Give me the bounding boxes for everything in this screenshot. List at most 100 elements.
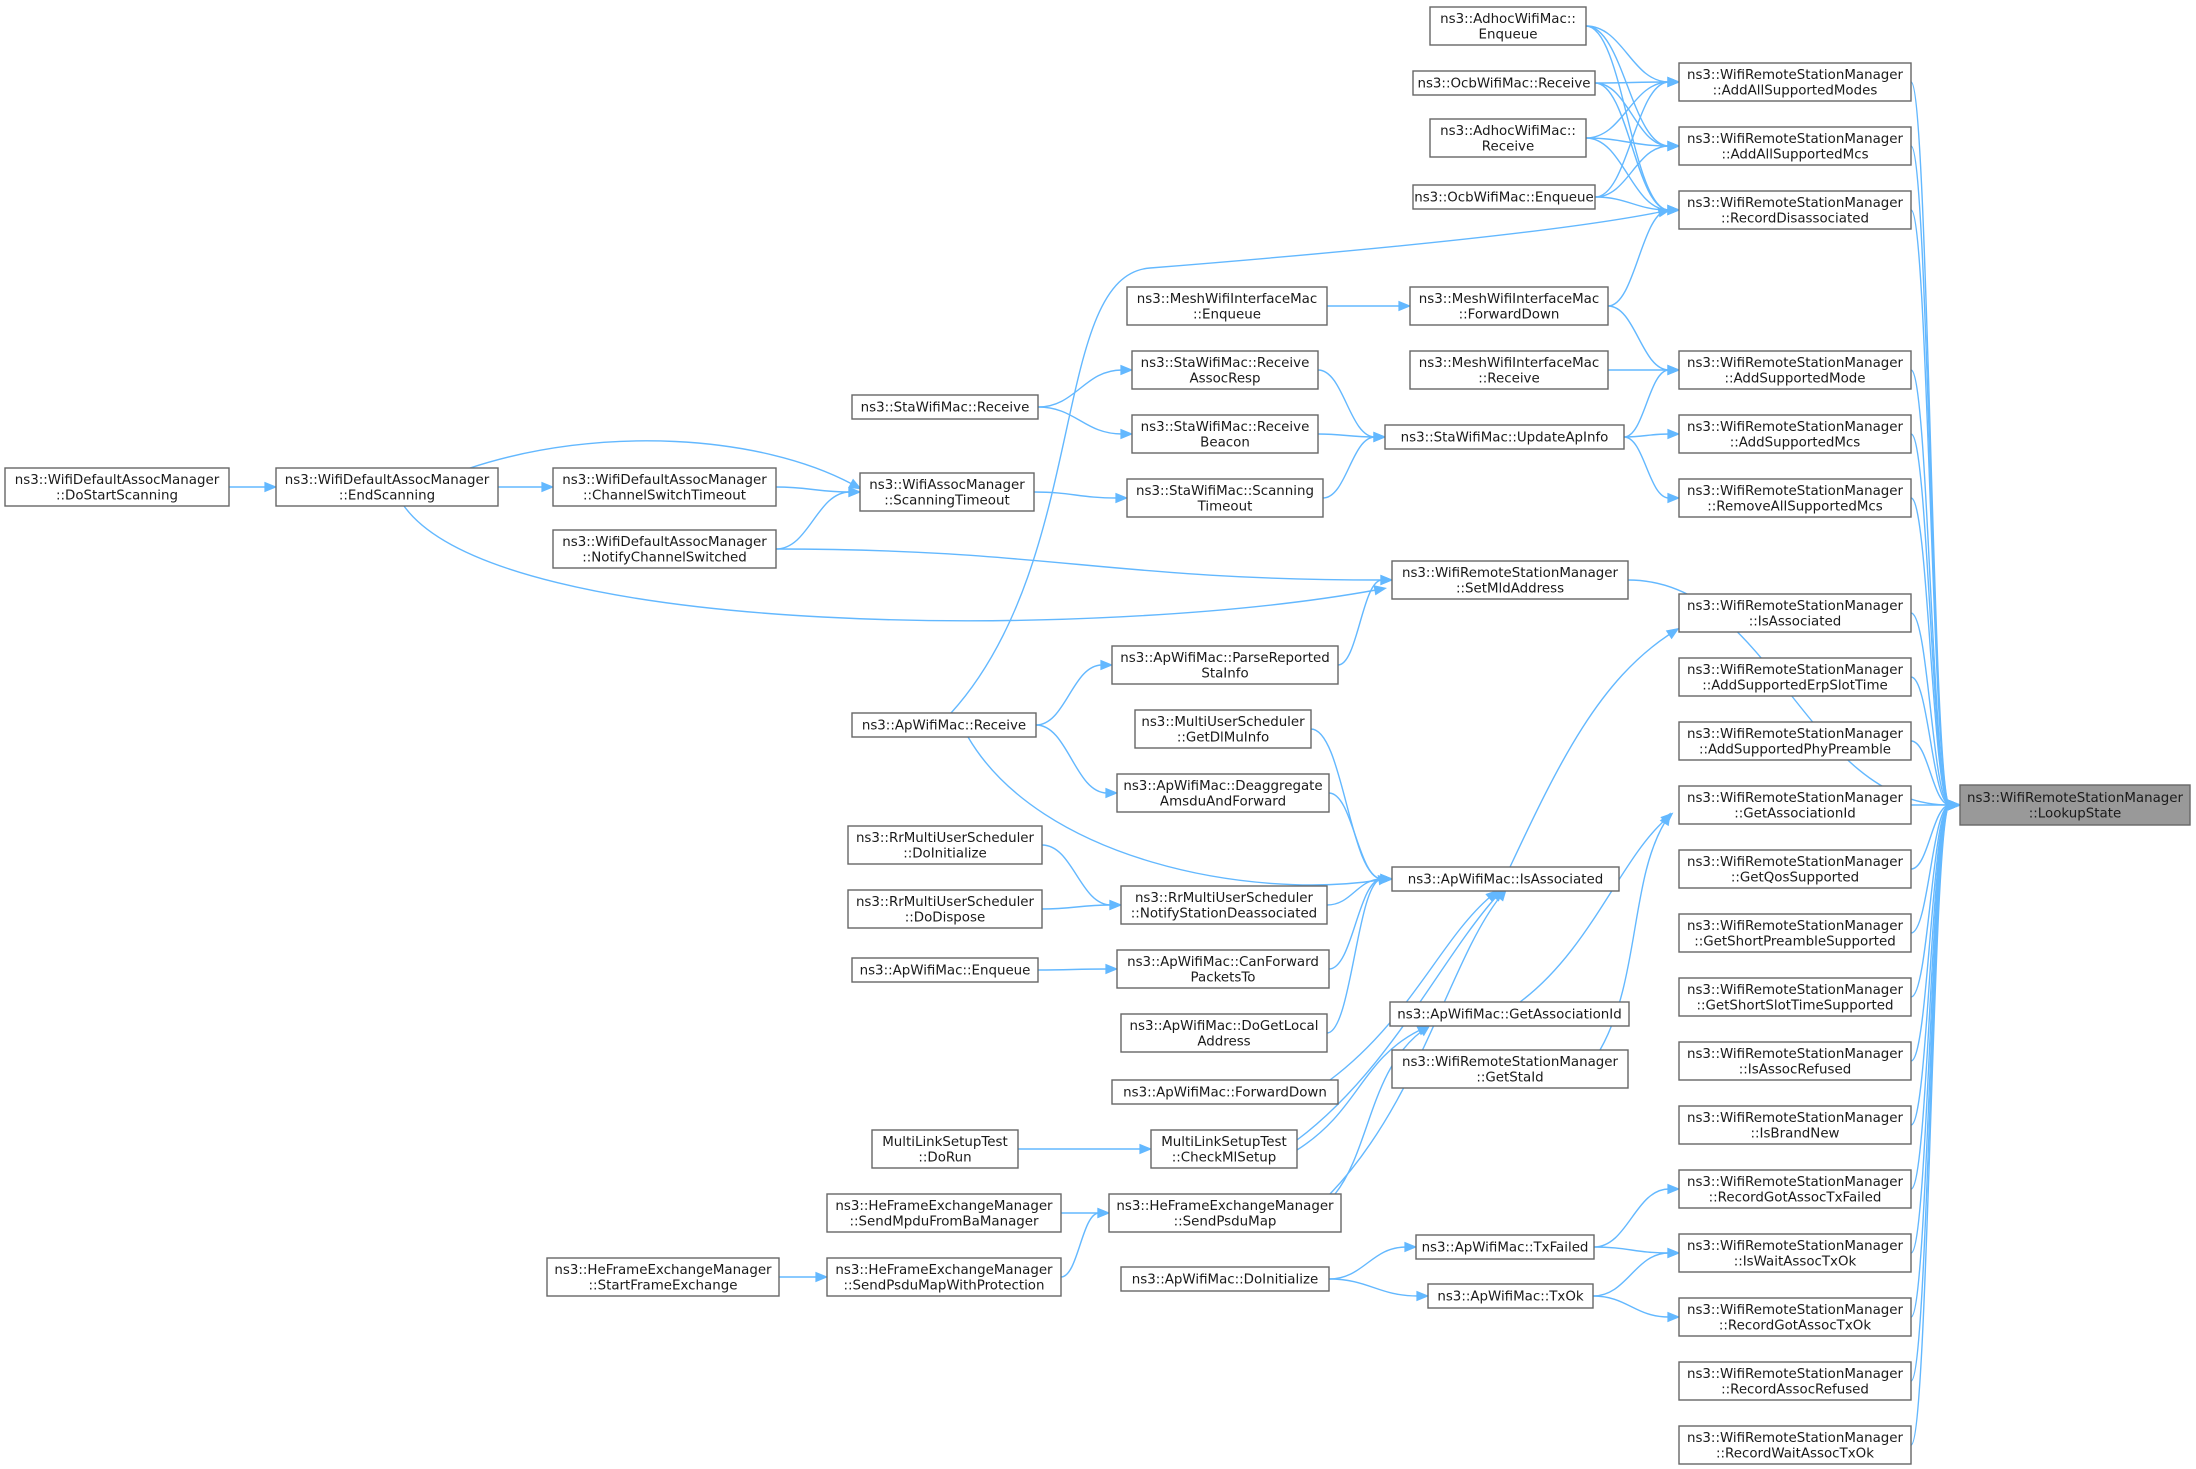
graph-node-add-supported-erp-slot-time[interactable]: ns3::WifiRemoteStationManager::AddSuppor… <box>1678 657 1912 697</box>
graph-node-get-qos-supported[interactable]: ns3::WifiRemoteStationManager::GetQosSup… <box>1678 849 1912 889</box>
node-label: ::RemoveAllSupportedMcs <box>1707 499 1883 514</box>
graph-node-ocb-enqueue[interactable]: ns3::OcbWifiMac::Enqueue <box>1412 184 1596 210</box>
call-edge <box>1328 792 1383 880</box>
graph-node-set-mld-address[interactable]: ns3::WifiRemoteStationManager::SetMldAdd… <box>1391 560 1629 600</box>
node-label: ::DoStartScanning <box>56 488 178 503</box>
graph-node-record-wait-assoc-tx-ok[interactable]: ns3::WifiRemoteStationManager::RecordWai… <box>1678 1425 1912 1465</box>
node-box <box>1678 977 1912 1017</box>
graph-node-he-send-psdu-map[interactable]: ns3::HeFrameExchangeManager::SendPsduMap <box>1108 1193 1342 1233</box>
graph-node-record-got-assoc-tx-ok[interactable]: ns3::WifiRemoteStationManager::RecordGot… <box>1678 1297 1912 1337</box>
graph-node-record-disassociated[interactable]: ns3::WifiRemoteStationManager::RecordDis… <box>1678 190 1912 230</box>
graph-node-wrsm-get-sta-id[interactable]: ns3::WifiRemoteStationManager::GetStaId <box>1391 1049 1629 1089</box>
graph-node-end-scanning[interactable]: ns3::WifiDefaultAssocManager::EndScannin… <box>275 467 499 507</box>
graph-node-add-supported-mode[interactable]: ns3::WifiRemoteStationManager::AddSuppor… <box>1678 350 1912 390</box>
graph-node-wrsm-is-associated[interactable]: ns3::WifiRemoteStationManager::IsAssocia… <box>1678 593 1912 633</box>
node-label: ::ForwardDown <box>1459 307 1560 322</box>
graph-node-ap-tx-failed[interactable]: ns3::ApWifiMac::TxFailed <box>1415 1234 1595 1260</box>
call-edge <box>1317 433 1376 438</box>
graph-node-is-wait-assoc-tx-ok[interactable]: ns3::WifiRemoteStationManager::IsWaitAss… <box>1678 1233 1912 1273</box>
graph-node-mesh-enqueue[interactable]: ns3::MeshWifiInterfaceMac::Enqueue <box>1126 286 1328 326</box>
graph-node-notify-channel-switched[interactable]: ns3::WifiDefaultAssocManager::NotifyChan… <box>552 529 777 569</box>
graph-node-get-short-preamble-supported[interactable]: ns3::WifiRemoteStationManager::GetShortP… <box>1678 913 1912 953</box>
graph-node-ap-tx-ok[interactable]: ns3::ApWifiMac::TxOk <box>1427 1283 1594 1309</box>
graph-node-adhoc-enqueue[interactable]: ns3::AdhocWifiMac::Enqueue <box>1429 6 1587 46</box>
graph-node-ocb-receive[interactable]: ns3::OcbWifiMac::Receive <box>1412 70 1596 96</box>
call-edge <box>1519 819 1666 1003</box>
graph-node-add-all-supported-mcs[interactable]: ns3::WifiRemoteStationManager::AddAllSup… <box>1678 126 1912 166</box>
graph-node-ap-enqueue[interactable]: ns3::ApWifiMac::Enqueue <box>851 957 1039 983</box>
graph-node-ap-is-associated[interactable]: ns3::ApWifiMac::IsAssociated <box>1391 866 1620 892</box>
graph-node-rr-do-dispose[interactable]: ns3::RrMultiUserScheduler::DoDispose <box>847 889 1043 929</box>
call-edge <box>1607 209 1670 307</box>
graph-node-add-all-supported-modes[interactable]: ns3::WifiRemoteStationManager::AddAllSup… <box>1678 62 1912 102</box>
graph-node-sta-update-ap-info[interactable]: ns3::StaWifiMac::UpdateApInfo <box>1384 424 1625 450</box>
node-box <box>1678 414 1912 454</box>
arrowhead-icon <box>1667 428 1681 440</box>
graph-node-add-supported-mcs[interactable]: ns3::WifiRemoteStationManager::AddSuppor… <box>1678 414 1912 454</box>
graph-node-he-send-mpdu[interactable]: ns3::HeFrameExchangeManager::SendMpduFro… <box>826 1193 1062 1233</box>
node-label: ::AddSupportedErpSlotTime <box>1702 678 1888 693</box>
graph-node-mls-check-ml-setup[interactable]: MultiLinkSetupTest::CheckMlSetup <box>1150 1129 1298 1169</box>
graph-node-mls-do-run[interactable]: MultiLinkSetupTest::DoRun <box>871 1129 1019 1169</box>
graph-node-ap-receive[interactable]: ns3::ApWifiMac::Receive <box>851 712 1037 738</box>
graph-node-sta-receive[interactable]: ns3::StaWifiMac::Receive <box>851 394 1039 420</box>
graph-node-add-supported-phy-preamble[interactable]: ns3::WifiRemoteStationManager::AddSuppor… <box>1678 721 1912 761</box>
graph-node-get-association-id-wrsm[interactable]: ns3::WifiRemoteStationManager::GetAssoci… <box>1678 785 1912 825</box>
node-label: ns3::MeshWifiInterfaceMac <box>1419 356 1599 371</box>
graph-node-get-short-slot-time-supported[interactable]: ns3::WifiRemoteStationManager::GetShortS… <box>1678 977 1912 1017</box>
node-label: ns3::ApWifiMac::CanForward <box>1127 955 1319 970</box>
graph-node-he-send-psdu-map-prot[interactable]: ns3::HeFrameExchangeManager::SendPsduMap… <box>826 1257 1062 1297</box>
graph-node-ap-get-association-id[interactable]: ns3::ApWifiMac::GetAssociationId <box>1389 1001 1630 1027</box>
node-label: ns3::ApWifiMac::TxOk <box>1437 1290 1584 1305</box>
graph-node-adhoc-receive[interactable]: ns3::AdhocWifiMac::Receive <box>1429 118 1587 158</box>
graph-node-mesh-receive[interactable]: ns3::MeshWifiInterfaceMac::Receive <box>1409 350 1609 390</box>
graph-node-root[interactable]: ns3::WifiRemoteStationManager::LookupSta… <box>1959 784 2191 826</box>
node-label: ns3::RrMultiUserScheduler <box>856 831 1035 846</box>
node-label: ::GetShortPreambleSupported <box>1694 934 1896 949</box>
node-label: ::RecordGotAssocTxFailed <box>1709 1190 1882 1205</box>
node-box <box>275 467 499 507</box>
node-label: ::Receive <box>1478 371 1539 386</box>
arrowhead-icon <box>1115 492 1129 504</box>
node-label: ns3::WifiRemoteStationManager <box>1687 791 1904 806</box>
call-edge <box>1329 896 1491 1081</box>
graph-node-is-brand-new[interactable]: ns3::WifiRemoteStationManager::IsBrandNe… <box>1678 1105 1912 1145</box>
graph-node-ap-forward-down[interactable]: ns3::ApWifiMac::ForwardDown <box>1111 1079 1339 1105</box>
graph-node-mu-get-dl-mu-info[interactable]: ns3::MultiUserScheduler::GetDlMuInfo <box>1134 709 1312 749</box>
node-label: ns3::WifiRemoteStationManager <box>1687 132 1904 147</box>
graph-node-is-assoc-refused[interactable]: ns3::WifiRemoteStationManager::IsAssocRe… <box>1678 1041 1912 1081</box>
arrowhead-icon <box>1659 812 1671 827</box>
graph-node-do-start-scanning[interactable]: ns3::WifiDefaultAssocManager::DoStartSca… <box>4 467 230 507</box>
node-label: ns3::WifiAssocManager <box>869 478 1025 493</box>
call-edge <box>469 440 853 485</box>
call-edge <box>1326 878 1383 906</box>
graph-node-channel-switch-timeout[interactable]: ns3::WifiDefaultAssocManager::ChannelSwi… <box>552 467 777 507</box>
node-box <box>826 1257 1062 1297</box>
node-label: ::GetAssociationId <box>1734 806 1856 821</box>
graph-node-ap-deaggregate[interactable]: ns3::ApWifiMac::DeaggregateAmsduAndForwa… <box>1116 773 1330 813</box>
graph-node-record-got-assoc-tx-failed[interactable]: ns3::WifiRemoteStationManager::RecordGot… <box>1678 1169 1912 1209</box>
node-box <box>1391 866 1620 892</box>
graph-node-assoc-scanning-timeout[interactable]: ns3::WifiAssocManager::ScanningTimeout <box>859 472 1035 512</box>
graph-node-remove-all-supported-mcs[interactable]: ns3::WifiRemoteStationManager::RemoveAll… <box>1678 478 1912 518</box>
call-edge <box>1035 724 1108 794</box>
graph-node-rr-do-initialize[interactable]: ns3::RrMultiUserScheduler::DoInitialize <box>847 825 1043 865</box>
node-box <box>546 1257 780 1297</box>
arrowhead-icon <box>1398 300 1412 312</box>
graph-node-record-assoc-refused[interactable]: ns3::WifiRemoteStationManager::RecordAss… <box>1678 1361 1912 1401</box>
call-edge <box>1585 137 1670 147</box>
node-box <box>1678 478 1912 518</box>
graph-node-ap-do-initialize[interactable]: ns3::ApWifiMac::DoInitialize <box>1120 1266 1330 1292</box>
graph-node-mesh-forward-down[interactable]: ns3::MeshWifiInterfaceMac::ForwardDown <box>1409 286 1609 326</box>
graph-node-sta-scanning-timeout[interactable]: ns3::StaWifiMac::ScanningTimeout <box>1126 478 1324 518</box>
node-label: ns3::AdhocWifiMac:: <box>1440 12 1576 27</box>
graph-node-he-start-frame-exchange[interactable]: ns3::HeFrameExchangeManager::StartFrameE… <box>546 1257 780 1297</box>
graph-node-rr-notify-deassoc[interactable]: ns3::RrMultiUserScheduler::NotifyStation… <box>1120 885 1328 925</box>
call-edge <box>1594 82 1670 211</box>
call-edge <box>1623 369 1670 438</box>
